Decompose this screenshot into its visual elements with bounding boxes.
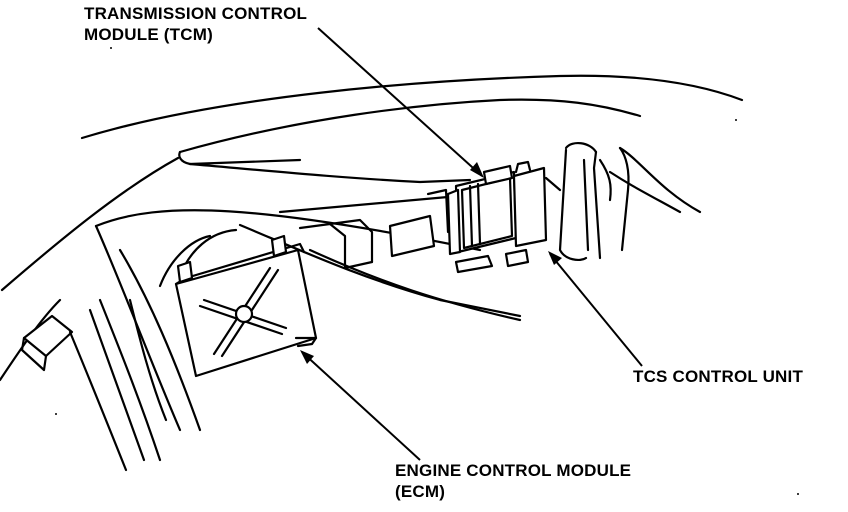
- trim-pillar: [558, 142, 630, 261]
- ecm-label-line1: ENGINE CONTROL MODULE: [395, 461, 632, 480]
- tcs-control-unit: [454, 160, 562, 274]
- mounting-bracket: [298, 188, 450, 270]
- leader-lines: [300, 27, 643, 461]
- tcm-arrowhead: [470, 162, 484, 178]
- tcs-label-line1: TCS CONTROL UNIT: [633, 367, 804, 386]
- left-trim: [0, 224, 238, 472]
- dashboard-outline: [0, 74, 744, 322]
- tcm-callout-label: TRANSMISSION CONTROL MODULE (TCM): [84, 3, 307, 45]
- tcm-label-line1: TRANSMISSION CONTROL: [84, 4, 308, 23]
- ecm-label-line2: (ECM): [395, 482, 446, 501]
- ecm-callout-label: ENGINE CONTROL MODULE (ECM): [395, 460, 631, 502]
- ecm-arrowhead: [300, 350, 314, 364]
- tcs-arrowhead: [548, 251, 562, 265]
- tcm-label-line2: MODULE (TCM): [84, 25, 213, 44]
- ecm-leader-line: [301, 351, 421, 461]
- scan-specks: [55, 47, 799, 495]
- tcm-module: [446, 164, 518, 256]
- ecm-module: [174, 234, 318, 378]
- tcm-leader-line: [317, 27, 483, 177]
- tcs-leader-line: [549, 253, 643, 367]
- tcs-callout-label: TCS CONTROL UNIT: [633, 366, 803, 387]
